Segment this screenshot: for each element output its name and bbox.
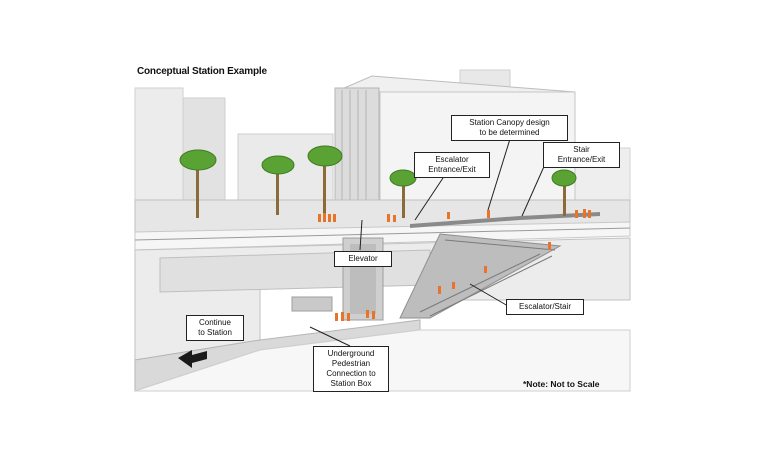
callout-escalator-entrance-line: Escalator	[435, 155, 469, 164]
callout-underground-line: Pedestrian	[331, 359, 371, 368]
callout-escalator-stair-line: Escalator/Stair	[518, 302, 572, 311]
leader-lines	[309, 138, 547, 347]
callout-escalator-stair: Escalator/Stair	[506, 299, 584, 315]
callout-stair-entrance: Stair Entrance/Exit	[543, 142, 620, 168]
callout-stair-entrance-line: Entrance/Exit	[557, 155, 606, 164]
direction-arrow-icon	[178, 350, 207, 368]
people-figures	[318, 209, 591, 321]
station-canopy	[410, 212, 600, 228]
callout-underground-line: Underground	[327, 349, 375, 358]
callout-continue-line: to Station	[198, 328, 232, 337]
escalator-stair	[399, 233, 562, 319]
street-level	[134, 199, 631, 251]
callout-canopy-line: to be determined	[479, 128, 540, 137]
callout-canopy-line: Station Canopy design	[469, 118, 550, 127]
figure-title: Conceptual Station Example	[137, 66, 267, 77]
main-building	[334, 75, 576, 213]
callout-stair-entrance-line: Stair	[573, 145, 590, 154]
callout-underground-line: Station Box	[330, 379, 372, 388]
scale-note: *Note: Not to Scale	[523, 379, 600, 389]
callout-canopy: Station Canopy design to be determined	[451, 115, 568, 141]
callout-continue-line: Continue	[198, 318, 232, 327]
callout-escalator-entrance: Escalator Entrance/Exit	[414, 152, 490, 178]
palm-trees	[179, 145, 577, 218]
callout-continue: Continue to Station	[186, 315, 244, 341]
callout-elevator: Elevator	[334, 251, 392, 267]
callout-escalator-entrance-line: Entrance/Exit	[428, 165, 476, 174]
callout-underground: Underground Pedestrian Connection to Sta…	[313, 346, 389, 392]
callout-underground-line: Connection to	[326, 369, 376, 378]
callout-elevator-line: Elevator	[348, 254, 378, 263]
